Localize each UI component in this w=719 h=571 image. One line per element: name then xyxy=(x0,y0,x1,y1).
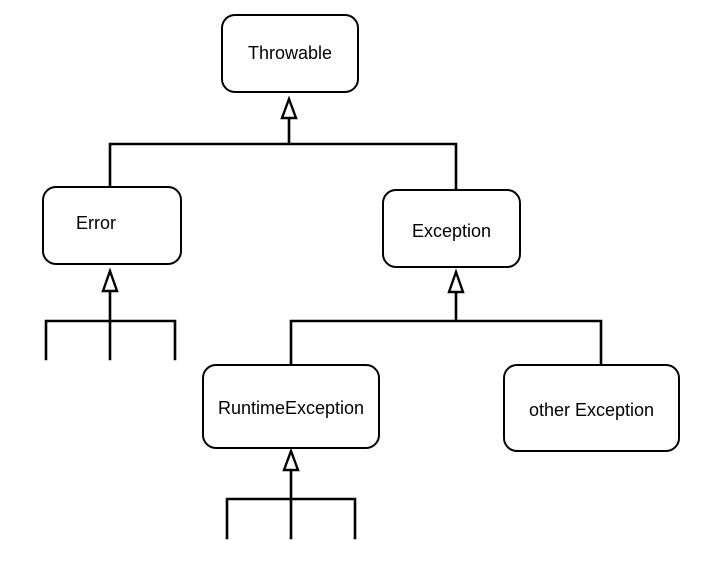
other-exception-label: other Exception xyxy=(528,400,655,420)
exception-label: Exception xyxy=(411,220,492,241)
inheritance-arrow-icon xyxy=(282,447,300,472)
inheritance-arrow-icon xyxy=(280,95,298,120)
error-node: Error xyxy=(42,186,182,265)
inheritance-arrow-icon xyxy=(101,267,119,293)
throwable-label: Throwable xyxy=(247,43,333,63)
throwable-branch-connector xyxy=(108,116,458,191)
runtime-exception-label: RuntimeException xyxy=(217,398,365,418)
exception-node: Exception xyxy=(382,189,521,268)
inheritance-arrow-icon xyxy=(447,268,465,294)
error-label: Error xyxy=(76,213,116,233)
exception-branch-connector xyxy=(289,290,603,366)
runtime-exception-node: RuntimeException xyxy=(202,364,380,449)
other-exception-node: other Exception xyxy=(503,364,680,452)
throwable-node: Throwable xyxy=(221,14,359,93)
runtime-subclass-stub xyxy=(225,468,357,540)
error-subclass-stub xyxy=(44,289,177,361)
